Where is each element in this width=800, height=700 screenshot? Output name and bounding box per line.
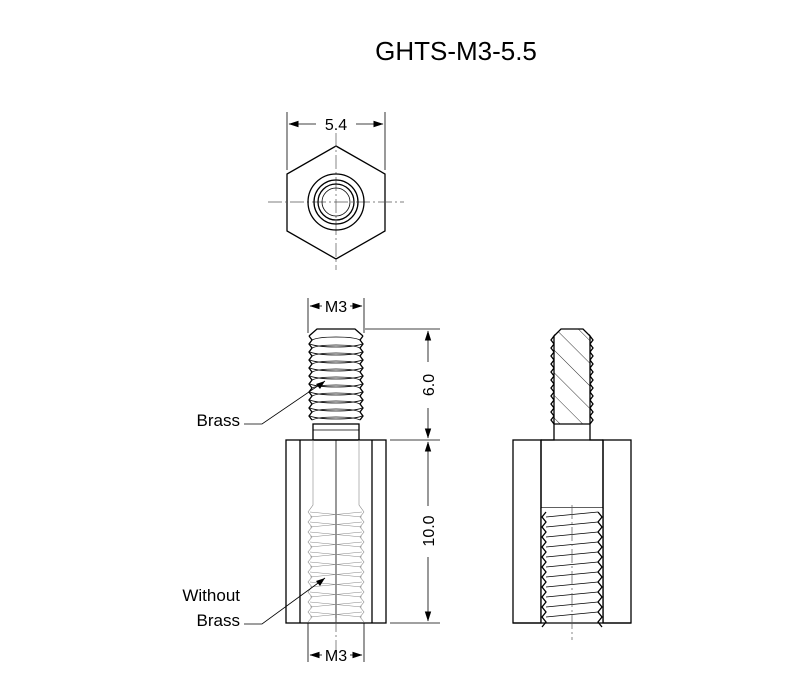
stud-thread <box>308 335 364 421</box>
stud-length-dim: 6.0 <box>421 374 438 396</box>
label-without-brass: Brass <box>197 611 240 630</box>
body-length-dim: 10.0 <box>421 515 438 546</box>
label-brass: Brass <box>197 411 240 430</box>
front-view: M3 M3 <box>182 298 440 665</box>
drawing-title: GHTS-M3-5.5 <box>375 36 537 66</box>
top-view-hex: 5.4 <box>268 112 404 270</box>
internal-thread-hidden <box>307 511 365 623</box>
hex-width-dim: 5.4 <box>325 117 347 134</box>
label-without: Without <box>182 586 240 605</box>
thread-top-dim: M3 <box>325 299 347 316</box>
section-view <box>512 328 632 640</box>
thread-bottom-dim: M3 <box>325 648 347 665</box>
